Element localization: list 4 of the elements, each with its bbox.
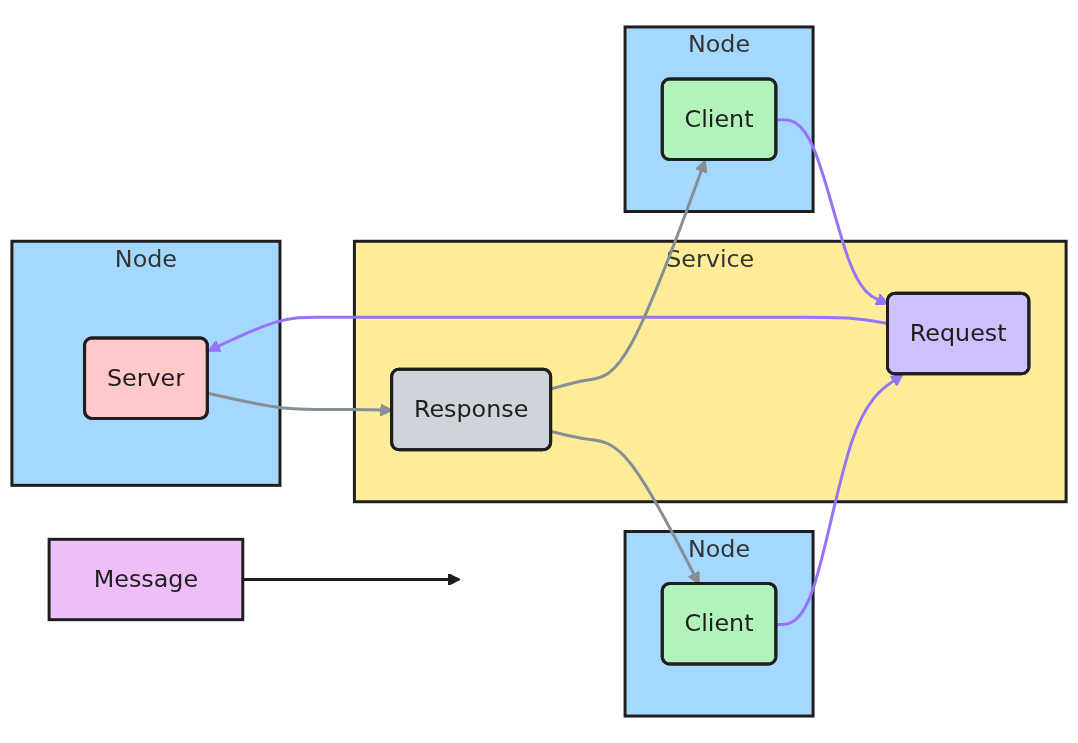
node-box: Message: [47, 537, 245, 622]
arrow: [550, 159, 708, 391]
arrow: [776, 373, 904, 626]
arrow: [242, 572, 461, 587]
